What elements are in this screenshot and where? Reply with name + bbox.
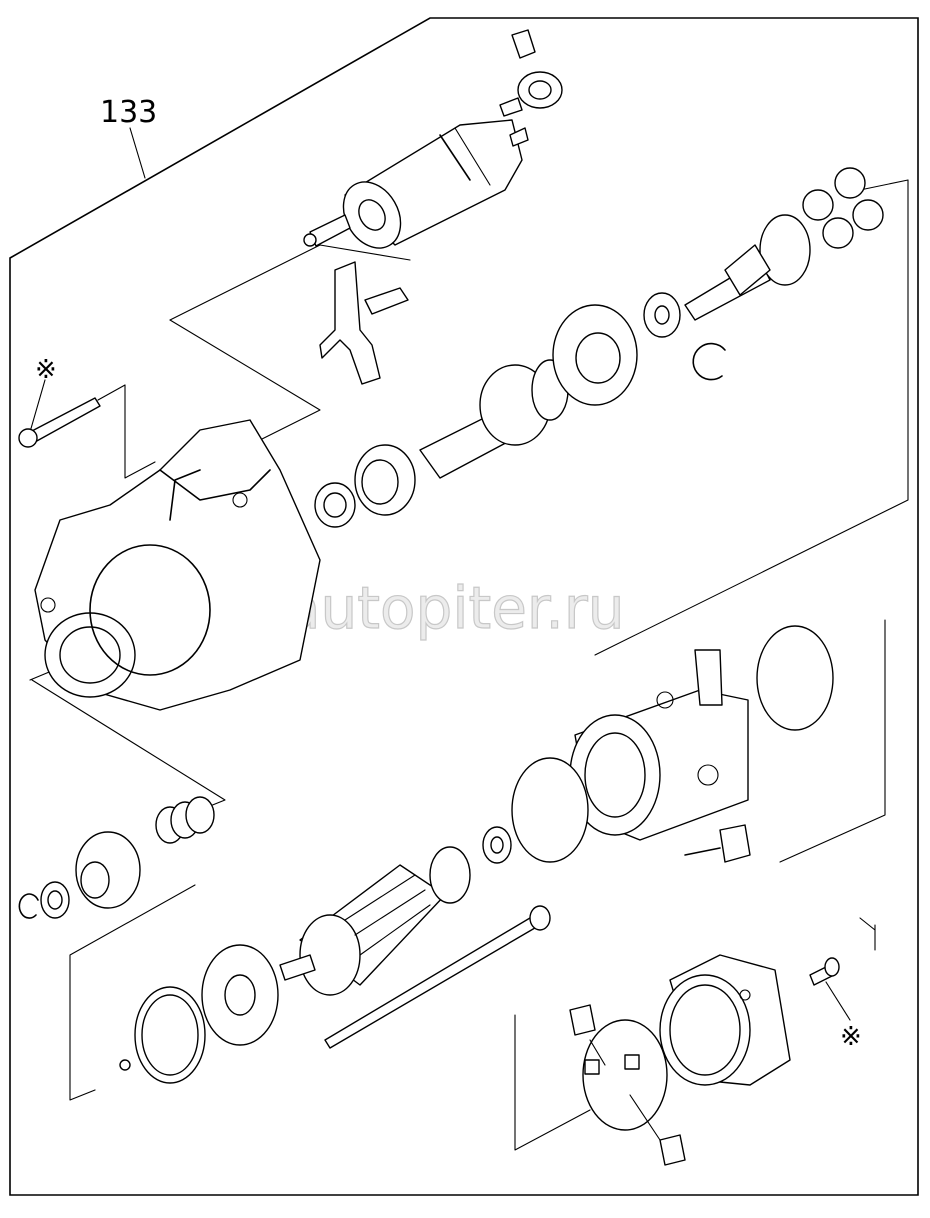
- callout-leader: [129, 127, 146, 179]
- armature: [279, 846, 471, 996]
- dust-cover: [201, 944, 279, 1046]
- snap-ring: [692, 342, 726, 381]
- steel-ball: [119, 1059, 131, 1071]
- callout-number: 133: [100, 95, 157, 130]
- through-bolt-long: [324, 905, 551, 1049]
- internal-gear: [552, 304, 638, 406]
- assembly-frame: [9, 17, 919, 1196]
- planet-gears: [802, 167, 884, 249]
- screw: [809, 957, 840, 986]
- pinion-shaft: [419, 359, 569, 479]
- armature-bearing: [482, 826, 512, 864]
- rear-cover: [659, 954, 791, 1086]
- gasket-rear: [756, 625, 834, 731]
- pinion-stop-ring: [40, 881, 70, 919]
- through-bolt-short: [18, 397, 101, 448]
- note-marker-bottom: ※: [840, 1022, 862, 1052]
- brush-holder: [569, 1004, 686, 1166]
- pinion-spring: [155, 796, 215, 844]
- seal-ring: [134, 986, 206, 1084]
- pinion-snap-ring: [18, 893, 39, 919]
- shift-lever: [319, 261, 409, 385]
- drive-housing: [34, 419, 321, 711]
- solenoid-switch: [303, 97, 529, 249]
- washer: [643, 292, 681, 338]
- note-marker-top: ※: [35, 355, 57, 385]
- watermark: autopiter.ru: [199, 573, 625, 643]
- yoke-field-frame: [569, 649, 749, 841]
- planet-carrier: [684, 214, 811, 321]
- watermark-text: autopiter.ru: [285, 574, 624, 642]
- pinion-gear: [75, 831, 141, 909]
- gasket-front: [511, 757, 589, 863]
- drive-bearing: [314, 444, 416, 528]
- terminal-clip: [511, 29, 563, 109]
- note-leader-bottom: [825, 981, 851, 1021]
- note-leader-top: [29, 379, 46, 433]
- brush-spring: [684, 824, 751, 863]
